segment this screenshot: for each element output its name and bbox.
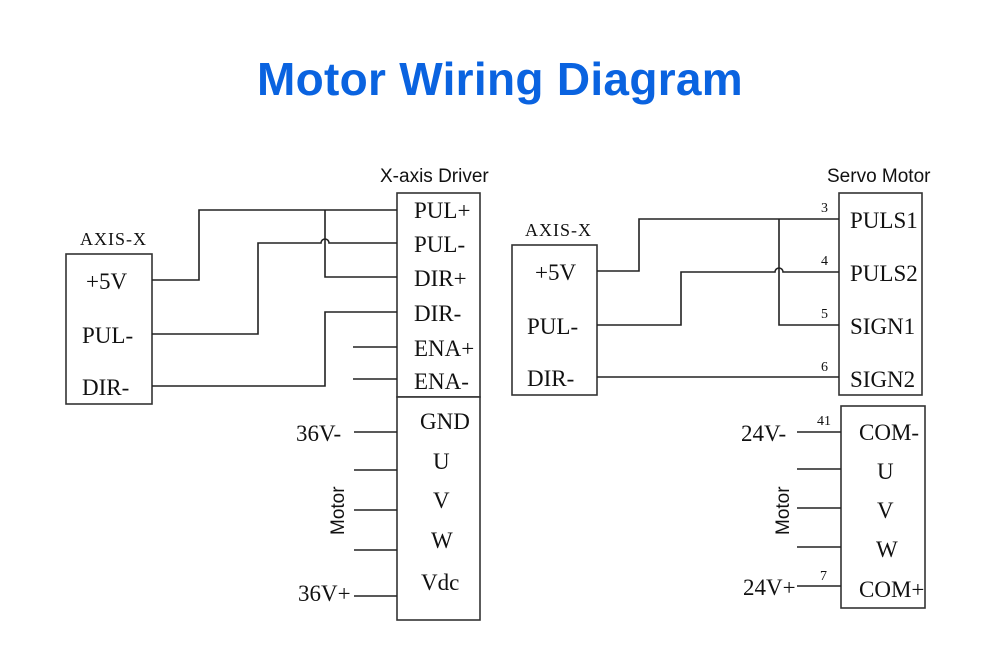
driver-power-box [396, 396, 481, 621]
left-controller-box [65, 253, 153, 405]
driver-pin-u: U [433, 449, 450, 474]
servo-pin-number-5: 5 [821, 307, 828, 322]
wire-5v-to-sign1 [778, 219, 839, 326]
wire-5v-to-puls1 [597, 218, 839, 272]
right-supply-plus-label: 24V+ [743, 575, 796, 600]
right-controller-pin-5v: +5V [535, 260, 576, 285]
servo-pin-puls1: PULS1 [850, 208, 918, 233]
driver-pin-vdc: Vdc [421, 570, 459, 595]
right-controller-pin-dir: DIR- [527, 366, 574, 391]
driver-pin-w: W [431, 528, 453, 553]
servo-signal-box [838, 192, 923, 396]
right-supply-minus-label: 24V- [741, 421, 786, 446]
servo-pin-com-plus: COM+ [859, 577, 924, 602]
servo-pin-com-minus: COM- [859, 420, 919, 445]
right-controller-box [511, 244, 598, 396]
left-diagram: AXIS-X +5V PUL- DIR- X-axis Driver PUL+ … [65, 166, 489, 621]
wire-5v-to-dir-plus [324, 210, 397, 278]
servo-power-box [840, 405, 926, 609]
driver-pin-pul-minus: PUL- [414, 232, 465, 257]
right-controller-label: AXIS-X [525, 220, 592, 240]
driver-pin-ena-plus: ENA+ [414, 336, 474, 361]
wire-pul-minus [152, 238, 397, 335]
left-supply-plus-label: 36V+ [298, 581, 351, 606]
driver-pin-gnd: GND [420, 409, 470, 434]
diagram-title: Motor Wiring Diagram [256, 53, 744, 105]
left-controller-label: AXIS-X [80, 229, 147, 249]
servo-pin-number-7: 7 [820, 569, 827, 584]
servo-pin-w: W [876, 537, 898, 562]
servo-pin-puls2: PULS2 [850, 261, 918, 286]
servo-label: Servo Motor [827, 166, 931, 187]
servo-pin-number-6: 6 [821, 360, 828, 375]
right-controller-pin-pul: PUL- [527, 314, 578, 339]
driver-signal-box [396, 192, 481, 398]
servo-pin-sign2: SIGN2 [850, 367, 915, 392]
driver-pin-v: V [433, 488, 450, 513]
wire-5v-to-pul-plus [152, 209, 397, 281]
servo-pin-number-4: 4 [821, 254, 828, 269]
servo-pin-number-3: 3 [821, 201, 828, 216]
wire-pul-to-puls2 [597, 267, 839, 326]
driver-pin-dir-plus: DIR+ [414, 266, 467, 291]
wire-dir-minus [152, 311, 397, 387]
servo-pin-sign1: SIGN1 [850, 314, 915, 339]
right-diagram: AXIS-X +5V PUL- DIR- Servo Motor PULS1 P… [511, 166, 931, 609]
driver-pin-dir-minus: DIR- [414, 301, 461, 326]
driver-pin-ena-minus: ENA- [414, 369, 469, 394]
left-motor-label: Motor [328, 486, 349, 535]
left-controller-pin-5v: +5V [86, 269, 127, 294]
driver-pin-pul-plus: PUL+ [414, 198, 470, 223]
left-supply-minus-label: 36V- [296, 421, 341, 446]
servo-pin-u: U [877, 459, 894, 484]
left-controller-pin-pul: PUL- [82, 323, 133, 348]
driver-label: X-axis Driver [380, 166, 489, 187]
right-motor-label: Motor [773, 486, 794, 535]
servo-pin-number-41: 41 [817, 414, 831, 429]
left-controller-pin-dir: DIR- [82, 375, 129, 400]
servo-pin-v: V [877, 498, 894, 523]
